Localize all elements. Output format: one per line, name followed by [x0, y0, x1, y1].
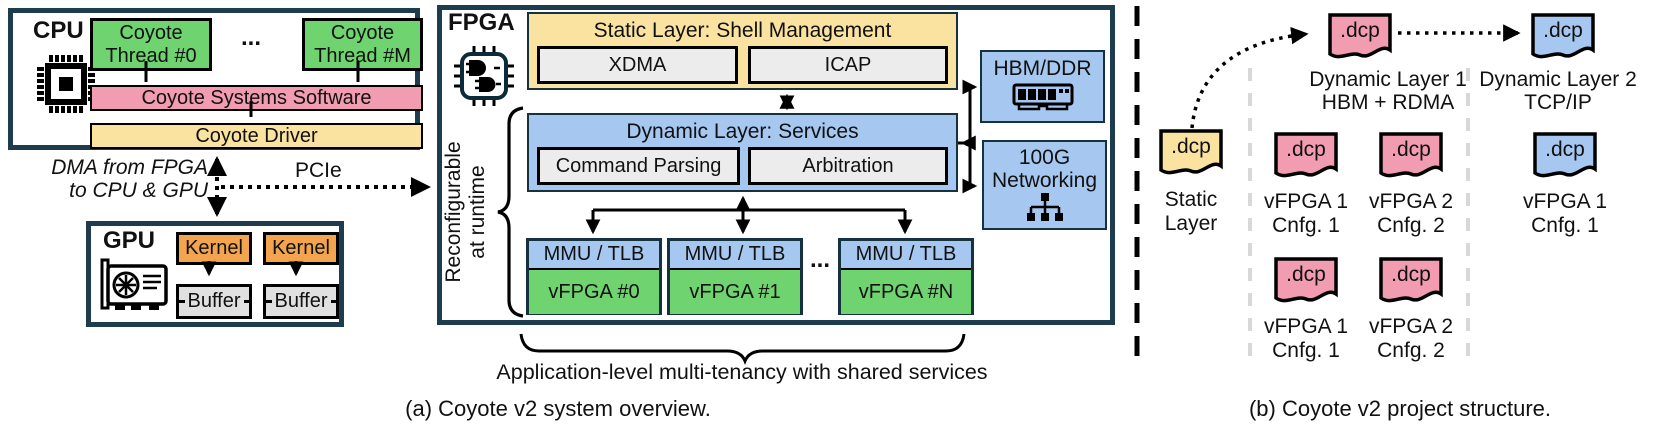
thread-ellipsis: ... — [240, 24, 261, 51]
icap-box: ICAP — [748, 46, 948, 84]
networking-label-line2: Networking — [991, 169, 1098, 192]
dma-note-line2: to CPU & GPU — [69, 179, 208, 202]
gpu-kernel-2-box: Kernel — [263, 232, 339, 265]
ram-icon — [982, 83, 1103, 118]
vfpga-n-label: vFPGA #N — [841, 270, 971, 314]
dynamic-layer-2-heading: Dynamic Layer 2 TCP/IP — [1458, 68, 1658, 114]
multi-tenancy-brace — [519, 333, 966, 366]
label-line: Cnfg. 2 — [1377, 214, 1445, 237]
gpu-buffer-2-box: Buffer — [263, 284, 339, 319]
dcp-file-label: .dcp — [1286, 263, 1326, 286]
label-line: Cnfg. 2 — [1377, 339, 1445, 362]
gpu-kernel-1-box: Kernel — [176, 232, 252, 265]
coyote-systems-software-box: Coyote Systems Software — [90, 85, 423, 111]
arbitration-box: Arbitration — [748, 147, 948, 185]
vfpga2-cnfg2-label-r2: vFPGA 2 Cnfg. 2 — [1361, 315, 1461, 363]
dma-note: DMA from FPGA to CPU & GPU — [20, 156, 208, 202]
dcp-file-dyn1-r1c2: .dcp — [1378, 131, 1444, 187]
cpu-box: CPU Coyote Thread #0 ... Coyote Thread #… — [8, 8, 423, 150]
dcp-file-dyn2-top: .dcp — [1530, 12, 1596, 68]
gpu-title: GPU — [103, 227, 156, 254]
dcp-file-dyn1-r2c1: .dcp — [1273, 256, 1339, 312]
label-line: vFPGA 1 — [1263, 315, 1349, 338]
multi-tenancy-note: Application-level multi-tenancy with sha… — [496, 360, 988, 384]
dcp-file-dyn1-r2c2: .dcp — [1378, 256, 1444, 312]
dcp-file-label: .dcp — [1391, 138, 1431, 161]
caption-a: (a) Coyote v2 system overview. — [405, 396, 711, 421]
pcie-label: PCIe — [295, 159, 342, 182]
dcp-file-label: .dcp — [1340, 19, 1380, 42]
vfpga-n-mmu-header: MMU / TLB — [841, 241, 971, 270]
xdma-box: XDMA — [537, 46, 738, 84]
static-layer-title: Static Layer: Shell Management — [593, 19, 892, 42]
dcp-file-dyn1-r1c1: .dcp — [1273, 131, 1339, 187]
reconfigurable-note-line2: at runtime — [466, 165, 489, 259]
vfpga-0-label: vFPGA #0 — [529, 270, 659, 314]
dynamic-layer-2-subtitle: TCP/IP — [1524, 91, 1592, 114]
reconfigurable-note: Reconfigurable at runtime — [442, 102, 494, 322]
network-icon — [984, 193, 1105, 228]
label-line: Cnfg. 1 — [1272, 214, 1340, 237]
static-layer-file-label-line2: Layer — [1164, 212, 1218, 235]
vfpga-0-mmu-header: MMU / TLB — [529, 241, 659, 270]
buffer-tick-icon — [179, 300, 185, 303]
command-parsing-box: Command Parsing — [537, 147, 740, 185]
vfpga1-cnfg1-label-r2: vFPGA 1 Cnfg. 1 — [1256, 315, 1356, 363]
dcp-file-label: .dcp — [1286, 138, 1326, 161]
dma-note-line1: DMA from FPGA — [51, 156, 208, 179]
cpu-chip-icon — [35, 53, 97, 120]
cpu-title: CPU — [33, 17, 84, 44]
dynamic-layer-1-subtitle: HBM + RDMA — [1321, 91, 1455, 114]
dcp-file-label: .dcp — [1391, 263, 1431, 286]
label-line: vFPGA 1 — [1522, 190, 1608, 213]
vfpga-0-box: MMU / TLB vFPGA #0 — [526, 238, 662, 315]
gpu-buffer-1-box: Buffer — [176, 284, 252, 319]
fpga-title: FPGA — [448, 9, 515, 36]
coyote-thread-m-box: Coyote Thread #M — [302, 18, 423, 71]
dcp-file-dyn2-r1: .dcp — [1532, 131, 1598, 187]
hbm-ddr-box: HBM/DDR — [980, 50, 1105, 123]
dcp-file-label: .dcp — [1543, 19, 1583, 42]
dynamic-layer-title: Dynamic Layer: Services — [626, 120, 859, 143]
dcp-file-static: .dcp — [1158, 128, 1224, 184]
vfpga-1-box: MMU / TLB vFPGA #1 — [667, 238, 803, 315]
dynamic-layer-2-title: Dynamic Layer 2 — [1479, 68, 1637, 91]
coyote-driver-box: Coyote Driver — [90, 123, 423, 149]
vfpga-ellipsis: ... — [809, 246, 830, 273]
buffer-tick-icon — [243, 300, 249, 303]
dcp-file-dyn1-top: .dcp — [1327, 12, 1393, 68]
vfpga-n-box: MMU / TLB vFPGA #N — [838, 238, 974, 315]
dynamic-layer-1-heading: Dynamic Layer 1 HBM + RDMA — [1278, 68, 1498, 114]
vfpga-1-label: vFPGA #1 — [670, 270, 800, 314]
vfpga-1-mmu-header: MMU / TLB — [670, 241, 800, 270]
fpga-chip-icon — [452, 44, 516, 113]
gpu-buffer-2-label: Buffer — [274, 290, 328, 312]
gpu-box: GPU Kernel Kernel Buffer — [86, 221, 344, 327]
networking-label-line1: 100G — [1018, 146, 1071, 169]
networking-box: 100G Networking — [982, 140, 1107, 230]
static-layer-file-label-line1: Static — [1164, 188, 1218, 211]
buffer-tick-icon — [266, 300, 272, 303]
label-line: vFPGA 2 — [1368, 190, 1454, 213]
label-line: Cnfg. 1 — [1272, 339, 1340, 362]
gpu-buffer-1-label: Buffer — [187, 290, 241, 312]
gpu-card-icon — [97, 254, 173, 325]
dcp-file-label: .dcp — [1171, 135, 1211, 158]
static-layer-file-label: Static Layer — [1150, 188, 1232, 236]
label-line: vFPGA 1 — [1263, 190, 1349, 213]
coyote-thread-0-box: Coyote Thread #0 — [90, 18, 212, 71]
buffer-tick-icon — [330, 300, 336, 303]
vfpga1-cnfg1-label-dyn2: vFPGA 1 Cnfg. 1 — [1515, 190, 1615, 238]
vfpga2-cnfg2-label-r1: vFPGA 2 Cnfg. 2 — [1361, 190, 1461, 238]
label-line: Cnfg. 1 — [1531, 214, 1599, 237]
dcp-file-label: .dcp — [1545, 138, 1585, 161]
label-line: vFPGA 2 — [1368, 315, 1454, 338]
reconfigurable-note-line1: Reconfigurable — [442, 141, 465, 283]
caption-b: (b) Coyote v2 project structure. — [1248, 396, 1551, 421]
hbm-ddr-label: HBM/DDR — [993, 57, 1092, 80]
vfpga1-cnfg1-label-r1: vFPGA 1 Cnfg. 1 — [1256, 190, 1356, 238]
dynamic-layer-1-title: Dynamic Layer 1 — [1309, 68, 1467, 91]
